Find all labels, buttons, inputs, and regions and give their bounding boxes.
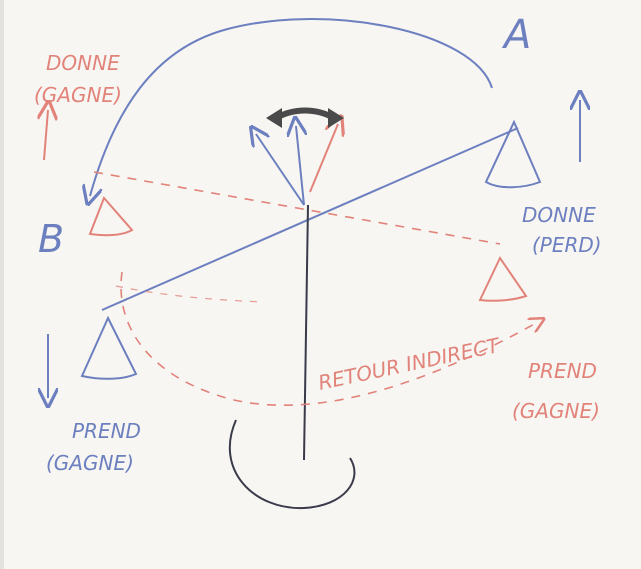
label-donne-gagne-2: (GAGNE) xyxy=(34,83,122,107)
triangle-b-red xyxy=(88,196,134,237)
blue-beam xyxy=(101,127,519,311)
red-dashed-beam xyxy=(93,171,501,245)
triangle-lower-left xyxy=(80,315,138,380)
whiteboard-drawing: A B DONNE (GAGNE) DONNE (PERD) PREND (GA… xyxy=(34,12,602,510)
triangle-a xyxy=(484,119,542,189)
label-prend-gagne-right-1: PREND xyxy=(528,359,597,383)
blue-arrow-upper-left xyxy=(256,134,305,206)
label-b: B xyxy=(38,217,64,261)
red-arrow xyxy=(309,124,338,193)
label-donne-perd-2: (PERD) xyxy=(532,233,602,257)
rotation-double-arrow xyxy=(266,107,344,128)
up-arrow-left-red xyxy=(44,110,48,161)
label-prend-gagne-left-1: PREND xyxy=(72,419,141,443)
label-prend-gagne-right-2: (GAGNE) xyxy=(512,399,600,423)
balance-base xyxy=(229,419,356,510)
label-a: A xyxy=(501,12,531,58)
label-donne-perd-1: DONNE xyxy=(522,203,596,227)
balance-pole xyxy=(303,204,309,461)
red-dashed-lower-link xyxy=(115,285,265,303)
transfer-arc-a-to-b xyxy=(90,18,493,196)
label-prend-gagne-left-2: (GAGNE) xyxy=(46,451,134,475)
indirect-return-curve xyxy=(120,271,538,406)
blue-arrow-up xyxy=(296,126,304,206)
label-retour-indirect: RETOUR INDIRECT xyxy=(316,333,503,395)
triangle-right-red xyxy=(478,256,528,302)
label-donne-gagne-1: DONNE xyxy=(46,51,120,75)
